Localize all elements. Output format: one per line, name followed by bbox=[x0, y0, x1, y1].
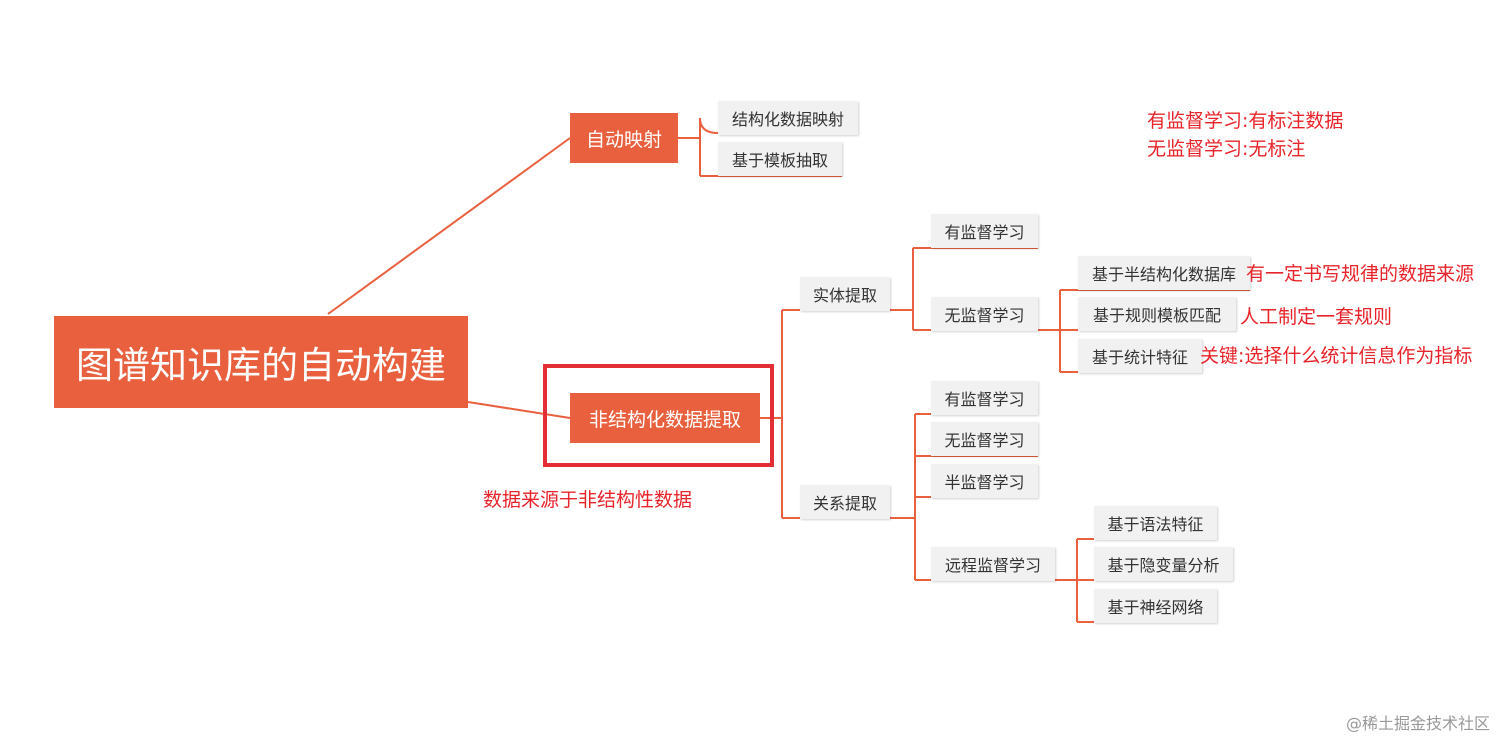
root-node[interactable]: 图谱知识库的自动构建 bbox=[54, 316, 468, 408]
neural-network-node[interactable]: 基于神经网络 bbox=[1094, 589, 1217, 623]
relation-unsupervised-node[interactable]: 无监督学习 bbox=[931, 422, 1038, 456]
entity-extraction-node[interactable]: 实体提取 bbox=[800, 277, 890, 311]
relation-semisupervised-node[interactable]: 半监督学习 bbox=[931, 464, 1038, 498]
template-extraction-node[interactable]: 基于模板抽取 bbox=[718, 142, 842, 176]
relation-supervised-node[interactable]: 有监督学习 bbox=[931, 381, 1038, 415]
link-entity-children bbox=[890, 247, 1060, 331]
note-supervised-definition: 有监督学习:有标注数据 bbox=[1147, 110, 1344, 132]
latent-variable-node[interactable]: 基于隐变量分析 bbox=[1094, 547, 1233, 581]
statistical-feature-node[interactable]: 基于统计特征 bbox=[1078, 339, 1202, 373]
entity-supervised-node[interactable]: 有监督学习 bbox=[931, 214, 1038, 248]
note-statistics: 关键:选择什么统计信息作为指标 bbox=[1200, 345, 1473, 367]
note-rule: 人工制定一套规则 bbox=[1240, 306, 1393, 328]
note-data-source: 数据来源于非结构性数据 bbox=[483, 489, 693, 511]
link-automap-children bbox=[678, 117, 858, 177]
distant-supervision-node[interactable]: 远程监督学习 bbox=[931, 547, 1055, 581]
unstructured-extraction-node[interactable]: 非结构化数据提取 bbox=[570, 393, 760, 443]
structured-mapping-node[interactable]: 结构化数据映射 bbox=[718, 101, 858, 135]
auto-mapping-node[interactable]: 自动映射 bbox=[570, 113, 678, 163]
note-semi-structured: 有一定书写规律的数据来源 bbox=[1246, 263, 1475, 285]
syntax-feature-node[interactable]: 基于语法特征 bbox=[1094, 506, 1217, 540]
entity-unsupervised-node[interactable]: 无监督学习 bbox=[931, 297, 1038, 331]
link-entity-unsup-children bbox=[1059, 289, 1250, 373]
rule-template-node[interactable]: 基于规则模板匹配 bbox=[1078, 297, 1236, 331]
note-unsupervised-definition: 无监督学习:无标注 bbox=[1147, 138, 1306, 160]
relation-extraction-node[interactable]: 关系提取 bbox=[800, 485, 890, 519]
watermark: @稀土掘金技术社区 bbox=[1345, 714, 1490, 733]
highlight-box bbox=[543, 364, 774, 467]
link-root-automap bbox=[327, 137, 571, 315]
semi-structured-db-node[interactable]: 基于半结构化数据库 bbox=[1078, 256, 1250, 290]
link-root-unstructured bbox=[467, 401, 571, 419]
